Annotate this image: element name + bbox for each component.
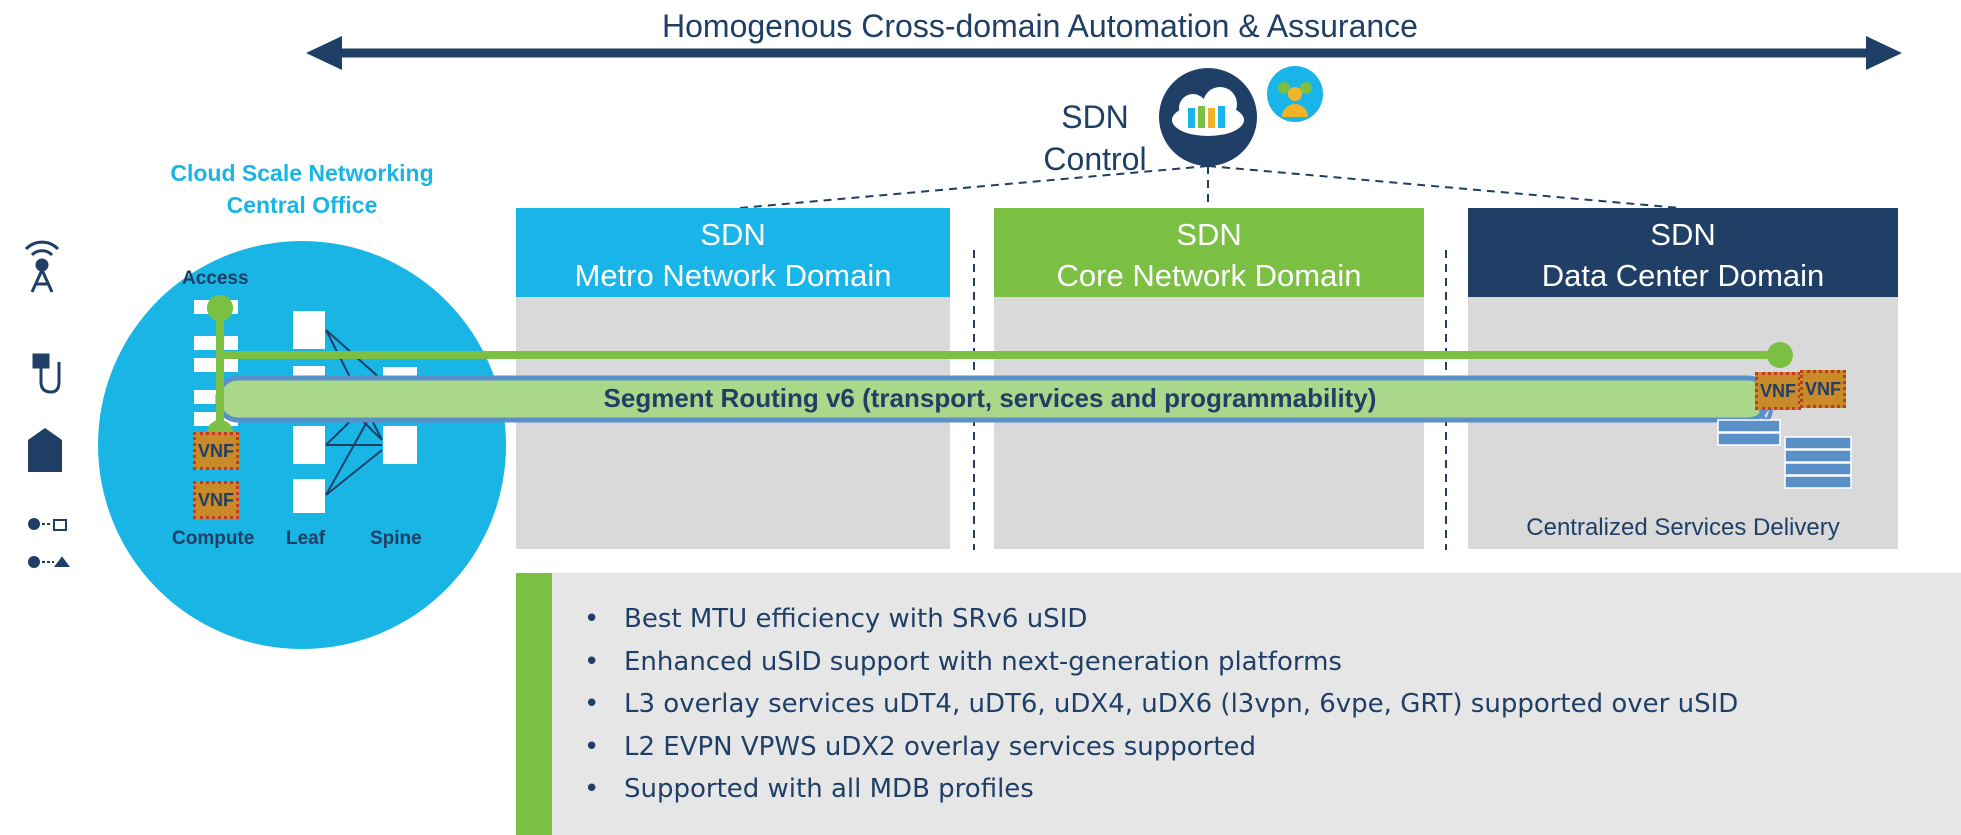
access-label: Access xyxy=(182,268,249,289)
metro-domain-line1: SDN xyxy=(700,217,766,252)
page-title: Homogenous Cross-domain Automation & Ass… xyxy=(662,8,1418,44)
datacenter-domain-line2: Data Center Domain xyxy=(1541,258,1825,293)
network-users-icon xyxy=(28,518,70,568)
datacenter-vnf-badge: VNF xyxy=(1800,370,1846,408)
segment-routing-label: Segment Routing v6 (transport, services … xyxy=(603,383,1377,413)
leaf-label: Leaf xyxy=(286,528,326,549)
vnf-badge: VNF xyxy=(193,432,239,470)
sdn-control-line1: SDN xyxy=(1061,99,1129,135)
central-office-title: Cloud Scale Networking Central Office xyxy=(120,157,484,221)
building-icon xyxy=(28,428,62,472)
datacenter-vnf-badge: VNF xyxy=(1755,372,1801,410)
core-domain-body xyxy=(994,297,1424,549)
domain-separators xyxy=(973,250,1447,550)
feature-item: L3 overlay services uDT4, uDT6, uDX4, uD… xyxy=(584,683,1738,726)
metro-domain-line2: Metro Network Domain xyxy=(574,258,892,293)
centralized-services-label: Centralized Services Delivery xyxy=(1526,514,1840,541)
feature-item: Supported with all MDB profiles xyxy=(584,768,1738,811)
vnf-badge: VNF xyxy=(193,481,239,519)
compute-path-overlay xyxy=(207,295,233,446)
datacenter-domain-body xyxy=(1468,297,1898,549)
feature-item: Best MTU efficiency with SRv6 uSID xyxy=(584,598,1738,641)
automation-double-arrow xyxy=(306,36,1902,70)
sdn-control-line2: Control xyxy=(1043,141,1147,177)
feature-item: L2 EVPN VPWS uDX2 overlay services suppo… xyxy=(584,726,1738,769)
sdn-control-icon xyxy=(1159,68,1257,166)
sdn-control-links xyxy=(739,165,1681,209)
antenna-icon xyxy=(24,240,60,293)
spine-label: Spine xyxy=(370,528,422,549)
datacenter-domain-header: SDN Data Center Domain xyxy=(1468,208,1898,297)
central-office-title-line1: Cloud Scale Networking xyxy=(170,160,434,186)
core-domain-line1: SDN xyxy=(1176,217,1242,252)
core-domain-header: SDN Core Network Domain xyxy=(994,208,1424,297)
features-list: Best MTU efficiency with SRv6 uSID Enhan… xyxy=(584,598,1738,811)
central-office-title-line2: Central Office xyxy=(226,192,378,218)
compute-label: Compute xyxy=(172,528,255,549)
metro-domain-body xyxy=(516,297,950,549)
service-path-overlay xyxy=(404,342,1793,368)
features-panel-accent xyxy=(516,573,552,835)
plug-icon xyxy=(32,353,61,394)
users-icon xyxy=(1267,66,1323,122)
datacenter-servers-overlay xyxy=(1717,419,1852,489)
sdn-control-label: SDN Control xyxy=(1030,96,1160,180)
datacenter-domain-line1: SDN xyxy=(1650,217,1716,252)
core-domain-line2: Core Network Domain xyxy=(1056,258,1362,293)
feature-item: Enhanced uSID support with next-generati… xyxy=(584,641,1738,684)
metro-domain-header: SDN Metro Network Domain xyxy=(516,208,950,297)
